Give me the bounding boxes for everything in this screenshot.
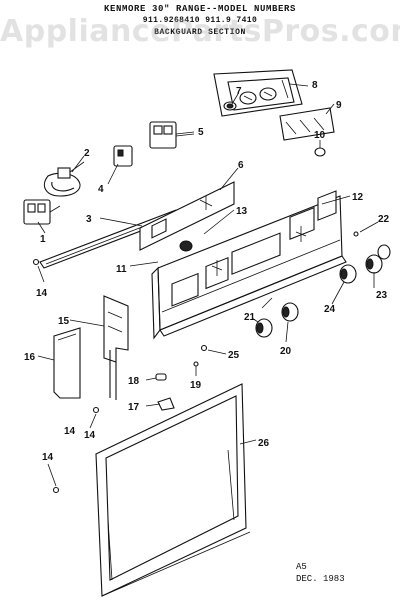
part-bracket-17 — [157, 397, 175, 411]
callout-4: 4 — [98, 184, 104, 195]
callout-19: 19 — [190, 380, 202, 391]
callout-3: 3 — [86, 214, 92, 225]
callout-11: 11 — [116, 264, 127, 275]
callout-6: 6 — [238, 160, 244, 171]
callout-18: 18 — [128, 376, 140, 387]
part-screw-22 — [353, 231, 359, 237]
part-knob-23 — [365, 254, 383, 274]
callout-14-b: 14 — [64, 426, 76, 437]
part-screw-14c — [52, 486, 60, 494]
part-frame-26 — [95, 383, 251, 597]
callout-numbers: 1 2 3 4 5 6 7 8 9 10 11 12 13 14 14 14 1… — [24, 80, 390, 463]
callout-5: 5 — [198, 127, 204, 138]
part-clip-18 — [155, 373, 167, 381]
callout-9: 9 — [336, 100, 342, 111]
callout-25: 25 — [228, 350, 240, 361]
callout-15: 15 — [58, 316, 70, 327]
callout-14-a: 14 — [36, 288, 48, 299]
part-wire-harness — [43, 161, 85, 197]
part-terminal-block — [23, 199, 61, 225]
callout-13: 13 — [236, 206, 248, 217]
part-button — [314, 147, 326, 157]
callout-7: 7 — [236, 86, 242, 97]
part-knob-24 — [339, 264, 357, 284]
diagram-title: KENMORE 30" RANGE--MODEL NUMBERS — [103, 4, 297, 14]
part-backguard-panel — [151, 190, 347, 340]
callout-23: 23 — [376, 290, 388, 301]
part-screw-14a — [32, 258, 40, 266]
section-name: BACKGUARD SECTION — [154, 28, 246, 37]
callout-10: 10 — [314, 130, 326, 141]
part-switch-5 — [149, 121, 195, 149]
model-numbers: 911.9268410 911.9 7410 — [142, 16, 258, 25]
part-knob-22 — [377, 244, 391, 260]
callout-21: 21 — [244, 312, 256, 323]
part-side-panel — [53, 327, 81, 399]
callout-2: 2 — [84, 148, 90, 159]
callout-22: 22 — [378, 214, 390, 225]
part-knob-20 — [281, 302, 299, 322]
part-bracket-15 — [103, 295, 129, 400]
part-switch-plate — [279, 107, 335, 141]
part-switch-4 — [113, 145, 133, 167]
footer-code: A5 — [296, 562, 307, 572]
callout-8: 8 — [312, 80, 318, 91]
callout-20: 20 — [280, 346, 292, 357]
callout-26: 26 — [258, 438, 270, 449]
callout-14-d: 14 — [84, 430, 96, 441]
callout-14-c: 14 — [42, 452, 54, 463]
part-small-panel — [139, 181, 235, 251]
part-screw-25 — [200, 344, 208, 352]
callout-17: 17 — [128, 402, 140, 413]
leader-lines — [37, 83, 379, 487]
callout-12: 12 — [352, 192, 364, 203]
callout-24: 24 — [324, 304, 336, 315]
callout-1: 1 — [40, 234, 46, 245]
callout-16: 16 — [24, 352, 36, 363]
part-screw-14b — [92, 406, 100, 414]
part-knob-small — [223, 101, 237, 111]
part-knob-13 — [179, 240, 193, 252]
footer-date: DEC. 1983 — [296, 574, 345, 584]
part-screw-19 — [193, 361, 199, 367]
part-knob-21 — [255, 318, 273, 338]
